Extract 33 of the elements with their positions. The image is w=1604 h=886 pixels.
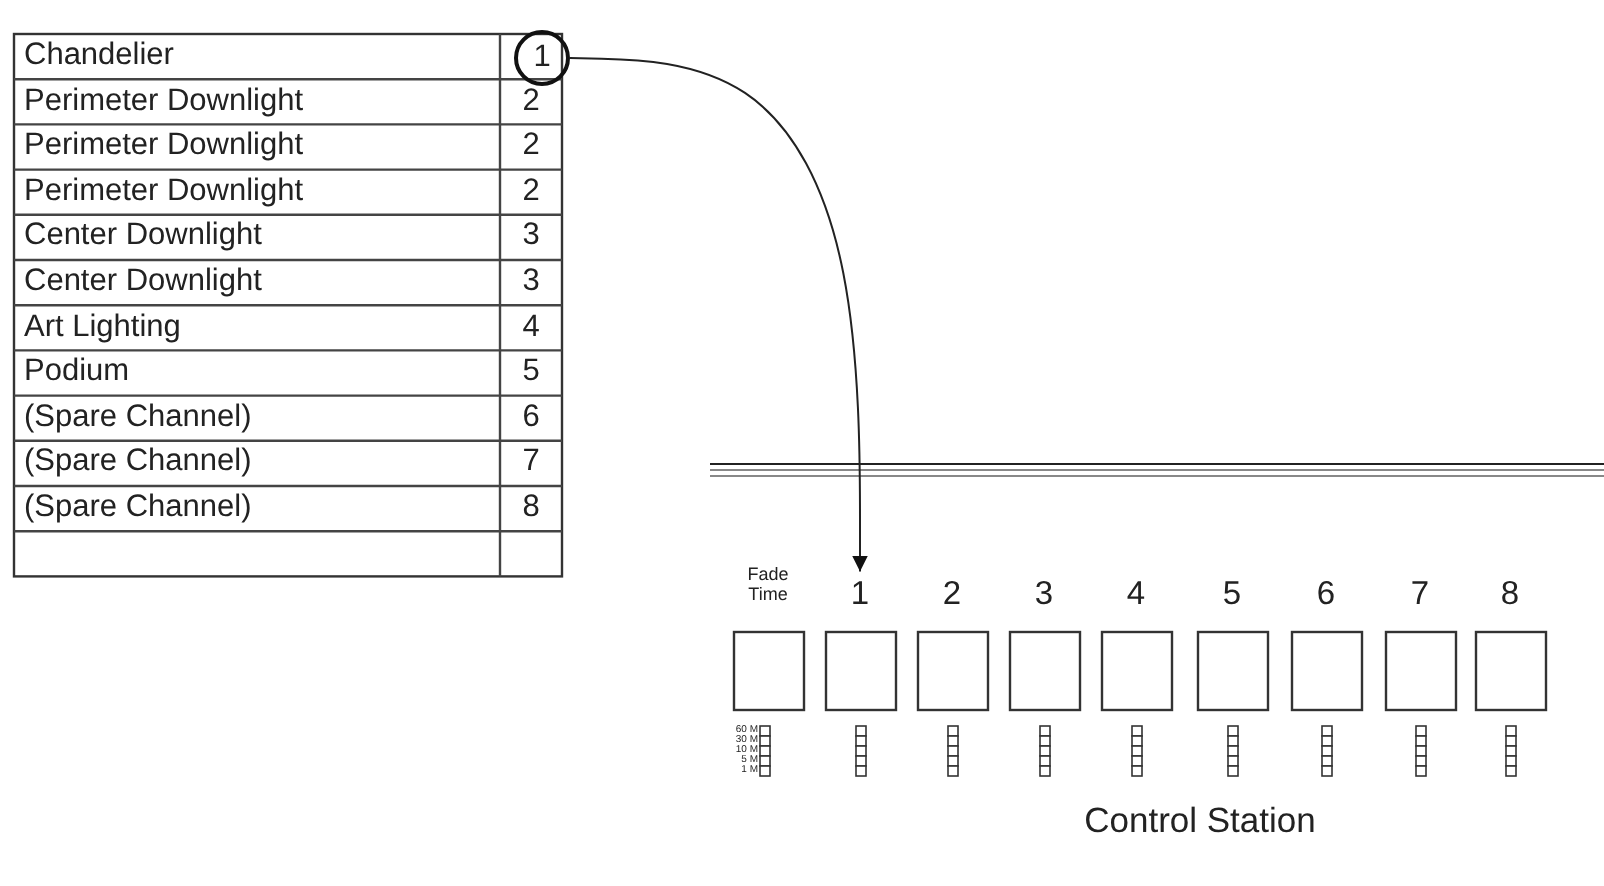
table-cell-text: 6 <box>522 401 540 433</box>
table-cell-text: Perimeter Downlight <box>24 85 304 117</box>
table-cell-text: 2 <box>522 130 540 162</box>
channel-number: 8 <box>1500 578 1520 611</box>
channel-number: 6 <box>1316 578 1336 611</box>
table-cell-text: 7 <box>522 446 540 478</box>
table-cell-text: Perimeter Downlight <box>24 175 304 207</box>
table-cell-text: (Spare Channel) <box>24 492 252 523</box>
channel-number: 3 <box>1034 578 1054 611</box>
table-cell-text: 8 <box>522 492 540 523</box>
channel-number: 7 <box>1410 578 1430 611</box>
table-cell-text: Perimeter Downlight <box>24 130 304 162</box>
channel-number: 2 <box>942 578 962 611</box>
fade-time-label: Fade Time <box>745 566 791 606</box>
table-cell-text: 2 <box>522 85 540 117</box>
table-cell-text: Center Downlight <box>24 220 262 252</box>
highlight-circle: 1 <box>514 30 570 86</box>
connector-arrow <box>569 57 868 573</box>
table-cell-text: (Spare Channel) <box>24 446 252 478</box>
table-cell-text: Art Lighting <box>24 311 181 343</box>
station-title: Control Station <box>1084 804 1316 839</box>
table-cell-text: 5 <box>522 356 540 388</box>
table-cell-text: 2 <box>522 175 540 207</box>
table-cell-text: Chandelier <box>24 40 174 71</box>
table-cell-text: 3 <box>522 266 540 297</box>
table-cell-text: Podium <box>24 356 130 388</box>
table-cell-text: (Spare Channel) <box>24 401 252 433</box>
table-cell-text: Center Downlight <box>24 266 262 297</box>
channel-number: 1 <box>850 577 870 611</box>
channel-number: 5 <box>1222 578 1242 611</box>
channel-number: 4 <box>1126 578 1146 611</box>
table-cell-text: 3 <box>522 220 540 252</box>
table-cell-text: 4 <box>522 311 540 343</box>
